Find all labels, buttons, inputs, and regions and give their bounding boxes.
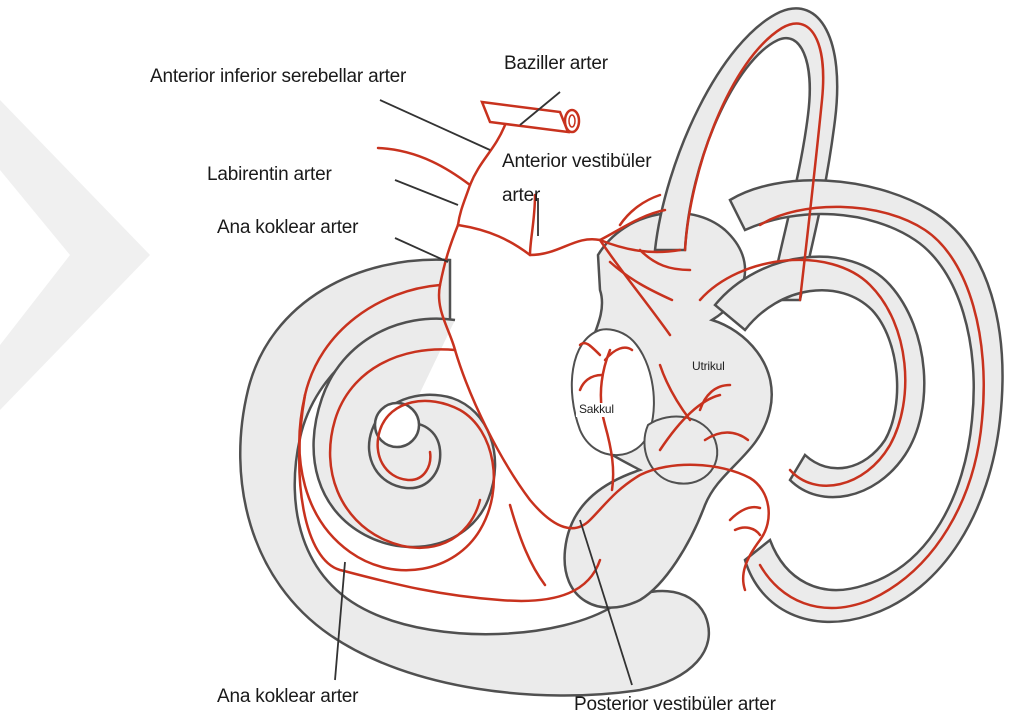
label-common-cochlear-bottom: Ana koklear arter	[217, 686, 358, 708]
label-aica: Anterior inferior serebellar arter	[150, 66, 406, 88]
label-ant-vestibular-line2: arter	[502, 185, 540, 207]
leader-labyrinthine	[395, 180, 458, 205]
label-utricle: Utrikul	[689, 360, 728, 374]
label-basilar: Baziller arter	[504, 53, 608, 75]
label-labyrinthine: Labirentin arter	[207, 164, 332, 186]
label-ant-vestibular-line1: Anterior vestibüler	[502, 151, 651, 173]
label-post-vestibular: Posterior vestibüler arter	[574, 694, 776, 716]
watermark-chevron	[0, 100, 150, 410]
label-saccule: Sakkul	[576, 403, 617, 417]
leader-aica	[380, 100, 490, 150]
label-common-cochlear-top: Ana koklear arter	[217, 217, 358, 239]
leader-common-cochlear-top	[395, 238, 448, 262]
